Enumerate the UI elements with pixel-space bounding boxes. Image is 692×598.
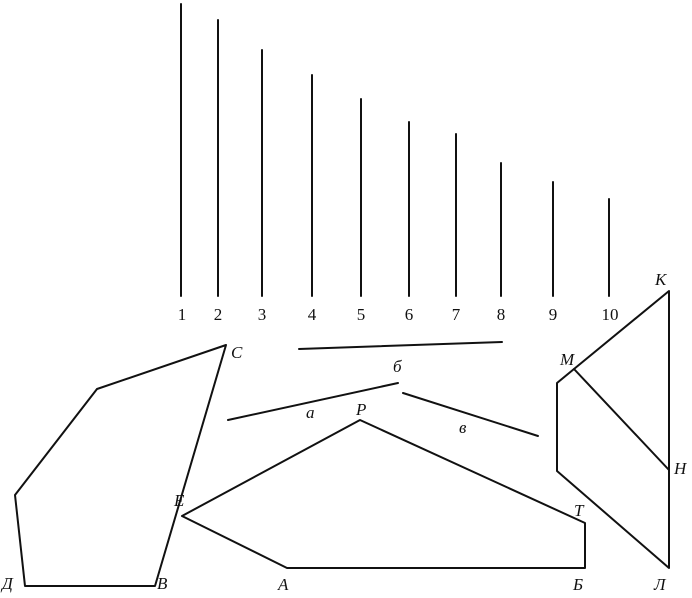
segment-label-7: 7: [452, 305, 461, 324]
vertex-label-bb: Б: [572, 575, 583, 594]
vertex-label-a: А: [277, 575, 289, 594]
free-lines: б а в: [227, 341, 539, 437]
right-figure-outline: [556, 290, 670, 569]
left-pentagon: С В Д: [0, 343, 243, 593]
pentagon-outline: [14, 344, 227, 587]
line-v-label: в: [459, 418, 467, 437]
segment-labels: 1 2 3 4 5 6 7 8 9 10: [178, 305, 619, 324]
vertex-label-c: С: [231, 343, 243, 362]
right-figure: К М Н Л: [556, 270, 688, 594]
line-a: [227, 382, 399, 421]
diagonal-m-n: [573, 368, 670, 471]
vertex-label-e: Е: [173, 491, 185, 510]
middle-pentagon: Р Е А Б Т: [173, 400, 586, 594]
vertex-label-v: В: [157, 574, 168, 593]
line-a-label: а: [306, 403, 315, 422]
segment-label-5: 5: [357, 305, 366, 324]
segment-label-6: 6: [405, 305, 414, 324]
vertex-label-l: Л: [653, 575, 667, 594]
vertex-label-n: Н: [673, 459, 688, 478]
vertical-segments: [180, 3, 610, 297]
segment-label-1: 1: [178, 305, 187, 324]
vertex-label-m: М: [559, 350, 575, 369]
line-b: [298, 341, 503, 350]
segment-label-8: 8: [497, 305, 506, 324]
segment-label-9: 9: [549, 305, 558, 324]
segment-label-3: 3: [258, 305, 267, 324]
segment-label-10: 10: [602, 305, 619, 324]
vertex-label-d: Д: [0, 574, 14, 593]
vertex-label-k: К: [654, 270, 668, 289]
vertex-label-t: Т: [574, 501, 585, 520]
segment-label-2: 2: [214, 305, 223, 324]
segment-label-4: 4: [308, 305, 317, 324]
middle-pentagon-outline: [181, 419, 586, 569]
line-v: [402, 392, 539, 437]
vertex-label-p: Р: [355, 400, 366, 419]
line-b-label: б: [393, 357, 402, 376]
